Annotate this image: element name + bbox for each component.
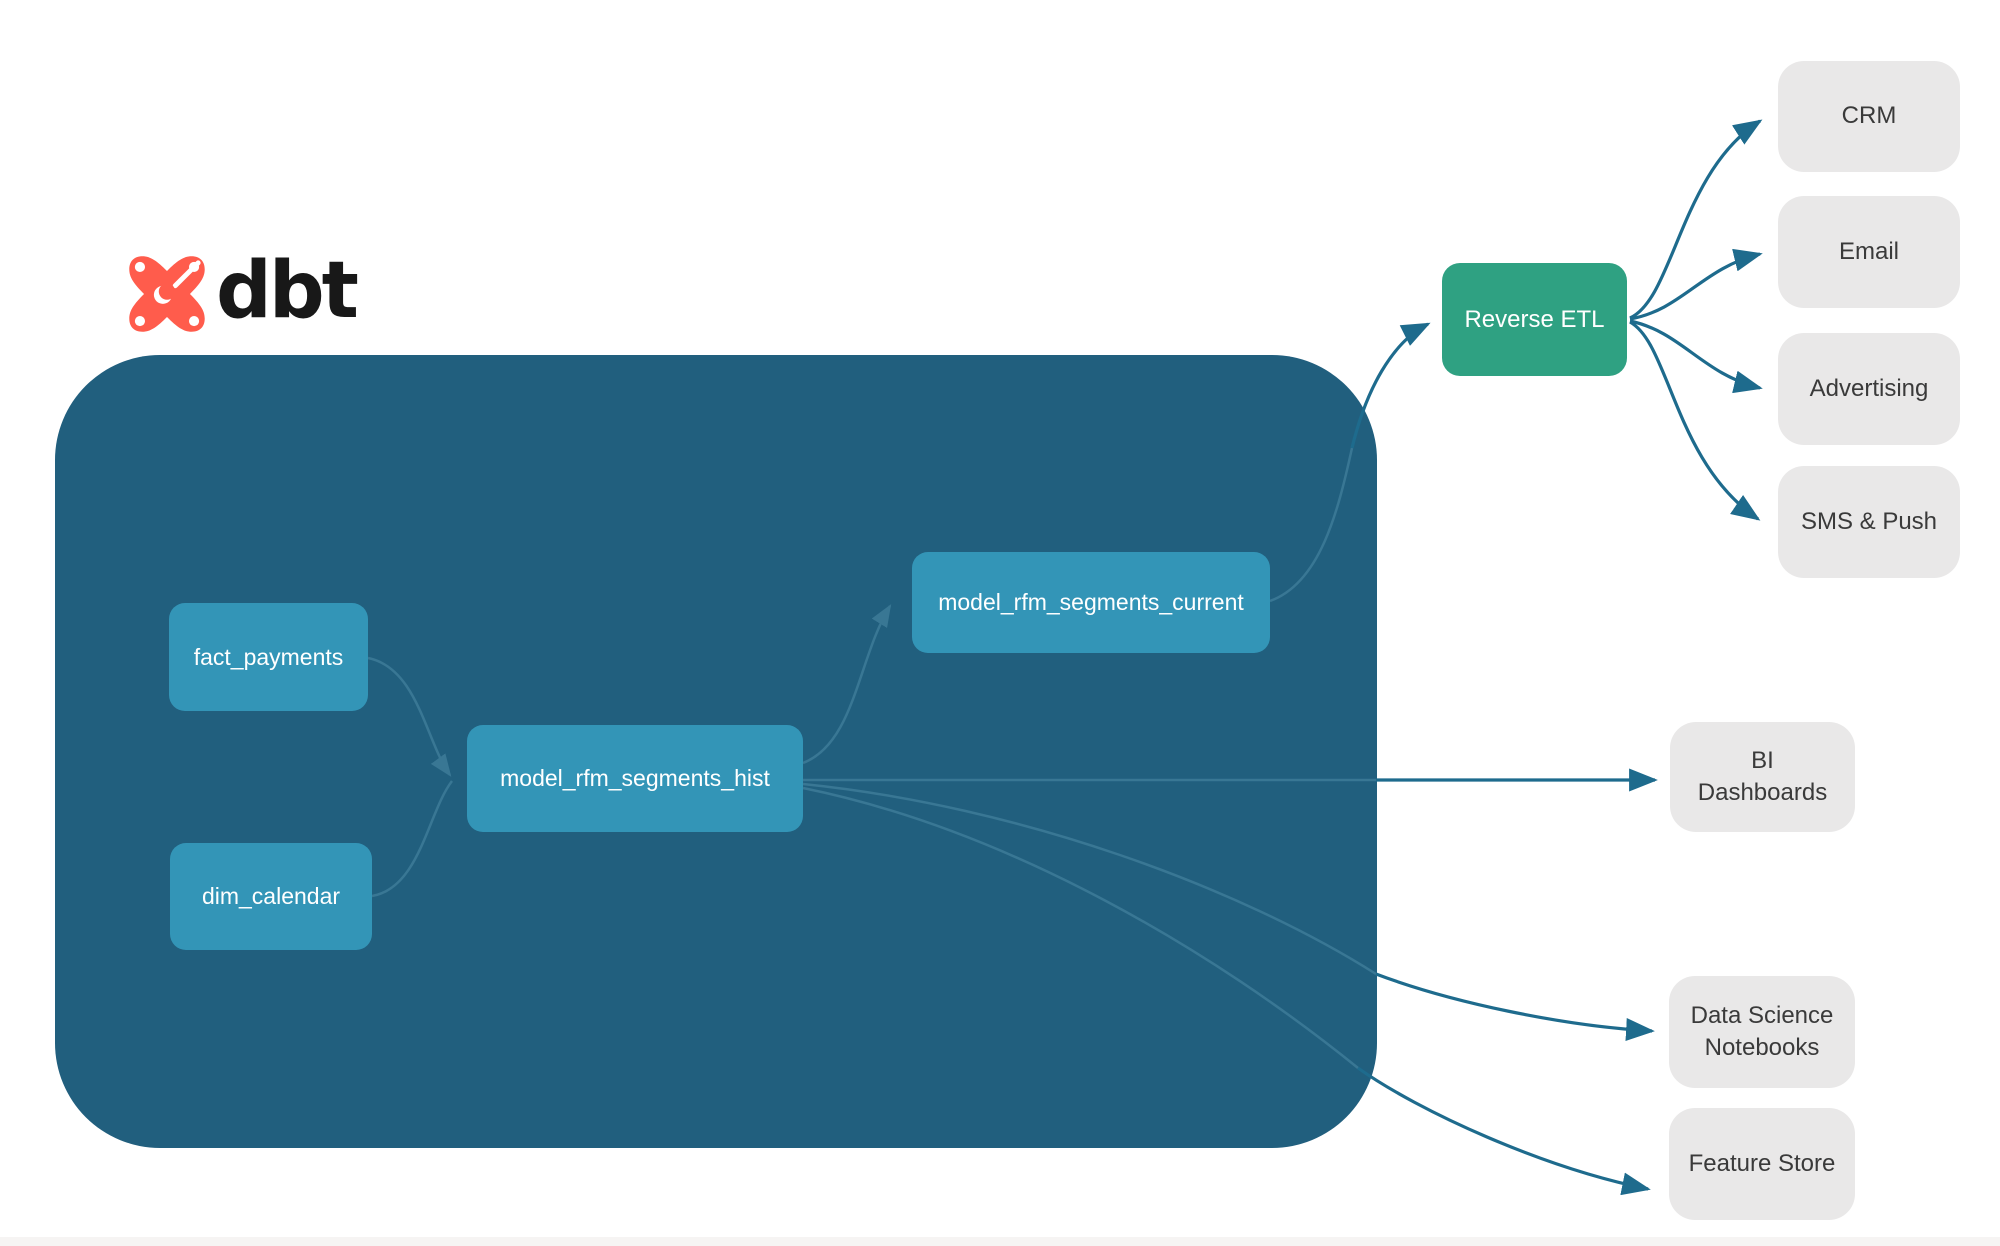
node-label: SMS & Push bbox=[1800, 507, 1938, 535]
node-label: dim_calendar bbox=[201, 883, 341, 909]
node-label: fact_payments bbox=[193, 643, 344, 670]
node-sms-push: SMS & Push bbox=[1778, 466, 1960, 578]
node-data-science-notebooks: Data Science Notebooks bbox=[1669, 976, 1855, 1088]
node-crm: CRM bbox=[1778, 61, 1960, 172]
node-feature-store: Feature Store bbox=[1669, 1108, 1855, 1220]
node-label: CRM bbox=[1841, 102, 1897, 130]
node-label: Data Science Notebooks bbox=[1690, 1001, 1834, 1061]
node-advertising: Advertising bbox=[1778, 333, 1960, 445]
node-label: model_rfm_segments_current bbox=[938, 589, 1244, 615]
node-model-rfm-segments-hist: model_rfm_segments_hist bbox=[467, 725, 803, 832]
node-label: Feature Store bbox=[1688, 1149, 1836, 1177]
node-email: Email bbox=[1778, 196, 1960, 308]
node-label: Advertising bbox=[1809, 374, 1929, 402]
dbt-logo-icon bbox=[129, 256, 205, 332]
dbt-logo-wordmark: dbt bbox=[216, 246, 359, 336]
node-bi-dashboards: BI Dashboards bbox=[1670, 722, 1855, 832]
node-reverse-etl: Reverse ETL bbox=[1442, 263, 1627, 376]
dbt-logo: dbt bbox=[126, 246, 359, 336]
node-label: model_rfm_segments_hist bbox=[500, 765, 770, 791]
node-label: BI Dashboards bbox=[1697, 746, 1828, 806]
node-model-rfm-segments-current: model_rfm_segments_current bbox=[912, 552, 1270, 653]
page-section-divider bbox=[0, 1237, 2000, 1246]
node-label: Email bbox=[1838, 237, 1899, 265]
node-fact-payments: fact_payments bbox=[169, 603, 368, 711]
node-label: Reverse ETL bbox=[1464, 305, 1605, 333]
node-dim-calendar: dim_calendar bbox=[170, 843, 372, 950]
